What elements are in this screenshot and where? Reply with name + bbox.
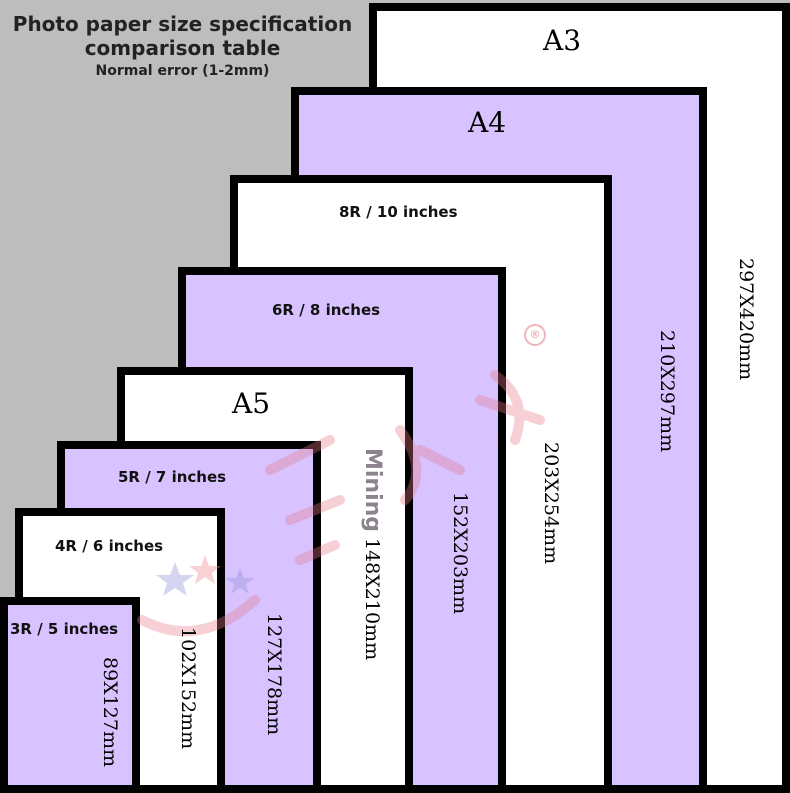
sheet-3r <box>0 597 140 793</box>
sheet-label-4r: 4R / 6 inches <box>55 537 164 555</box>
sheet-label-a5: A5 <box>232 387 271 420</box>
subtitle-error-note: Normal error (1-2mm) <box>95 63 270 79</box>
sheet-dims-a5: 148X210mm <box>361 538 383 661</box>
sheet-dims-a3: 297X420mm <box>735 258 757 381</box>
sheet-dims-5r: 127X178mm <box>263 613 285 736</box>
sheet-dims-4r: 102X152mm <box>177 627 199 750</box>
registered-mark: ® <box>524 324 546 346</box>
sheet-label-a3: A3 <box>543 24 582 57</box>
sheet-dims-a4: 210X297mm <box>656 330 678 453</box>
sheet-label-5r: 5R / 7 inches <box>118 468 227 486</box>
title-line-1: Photo paper size specification <box>12 12 353 36</box>
watermark-text: Mining <box>360 448 385 533</box>
sheet-label-a4: A4 <box>468 106 507 139</box>
sheet-dims-6r: 152X203mm <box>449 492 471 615</box>
sheet-label-6r: 6R / 8 inches <box>272 301 381 319</box>
sheet-dims-8r: 203X254mm <box>540 442 562 565</box>
title-line-2: comparison table <box>84 36 281 60</box>
sheet-dims-3r: 89X127mm <box>99 657 121 768</box>
sheet-label-3r: 3R / 5 inches <box>10 620 119 638</box>
sheet-label-8r: 8R / 10 inches <box>339 203 458 221</box>
